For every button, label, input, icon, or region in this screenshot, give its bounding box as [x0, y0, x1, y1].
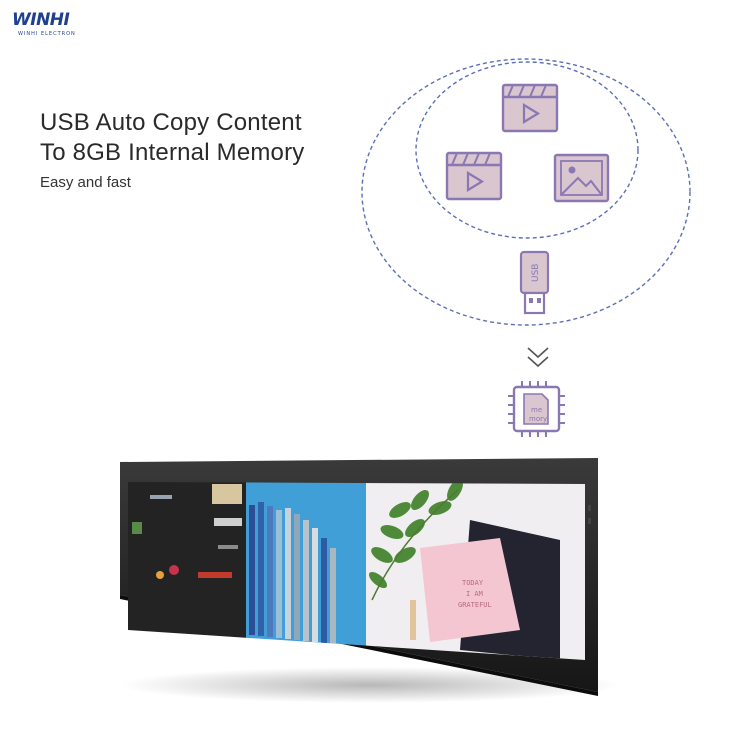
display-screen: TODAY I AM GRATEFUL — [128, 482, 585, 660]
headline-line-2: To 8GB Internal Memory — [40, 139, 305, 166]
notebook-text-2: I AM — [466, 590, 483, 598]
usb-drive-icon: USB — [519, 250, 550, 315]
video-file-icon — [445, 151, 503, 201]
brand-logo: WINHI WINHI ELECTRON — [12, 10, 92, 40]
stretched-bar-display: TODAY I AM GRATEFUL — [120, 458, 598, 696]
notebook-text-3: GRATEFUL — [458, 601, 492, 609]
brand-logo-subtext: WINHI ELECTRON — [18, 31, 76, 37]
usb-drive-label: USB — [531, 264, 541, 282]
memory-chip-label-1: me — [531, 406, 542, 414]
headline-line-1: USB Auto Copy Content — [40, 109, 302, 136]
image-file-icon — [553, 153, 610, 203]
video-file-icon — [501, 83, 559, 133]
outer-dashed-ellipse — [361, 58, 691, 326]
brand-logo-text: WINHI — [12, 10, 70, 30]
memory-chip-label-2: mory — [529, 415, 547, 423]
chevron-down-icon — [527, 347, 549, 368]
memory-chip-icon: me mory — [508, 381, 565, 437]
inner-dashed-ellipse — [415, 61, 639, 239]
headline-block: USB Auto Copy Content To 8GB Internal Me… — [40, 108, 305, 191]
display-shadow — [120, 667, 620, 703]
notebook-text-1: TODAY — [462, 579, 484, 587]
headline-subtitle: Easy and fast — [40, 174, 131, 191]
